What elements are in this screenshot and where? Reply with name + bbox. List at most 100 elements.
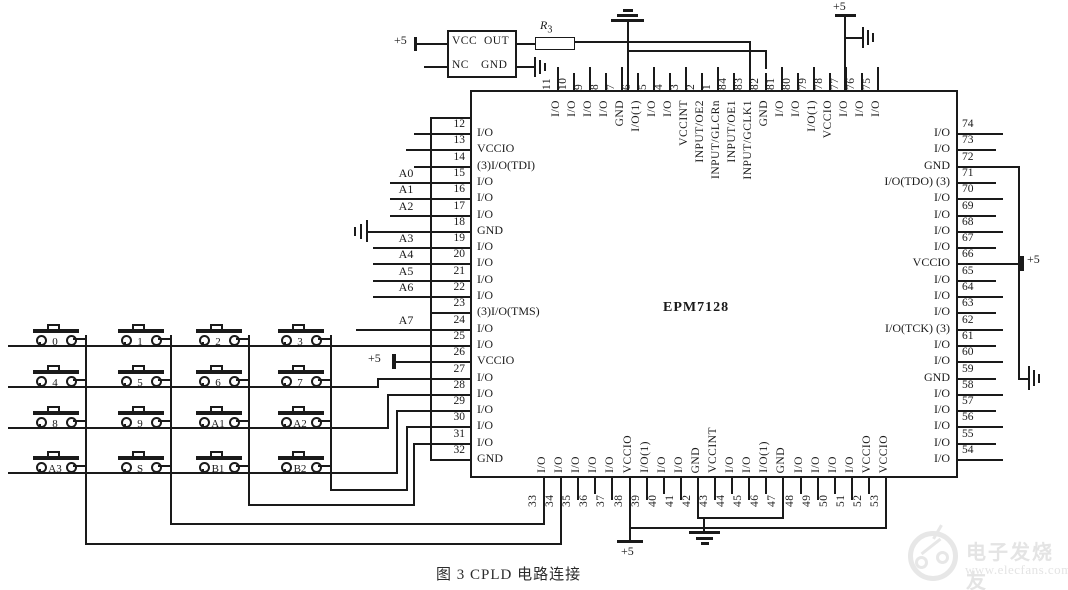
button-label: 4 xyxy=(52,377,58,389)
pin-stub xyxy=(594,478,596,494)
pin-11-label: I/O xyxy=(550,100,562,117)
pin-80-label: I/O xyxy=(790,100,802,117)
button-terminal-wire xyxy=(39,469,41,474)
pin-43-label: VCCINT xyxy=(707,427,719,473)
pin-8-number: 8 xyxy=(589,83,601,90)
pin-stub xyxy=(800,478,802,494)
button-cap xyxy=(33,329,79,333)
pin-56-number: 56 xyxy=(962,411,974,423)
button-terminal xyxy=(151,335,162,346)
wire xyxy=(627,50,767,52)
wire xyxy=(406,426,408,491)
button-terminal-wire xyxy=(202,383,204,388)
button-terminal-wire xyxy=(124,424,126,429)
watermark-logo xyxy=(908,531,958,581)
wire xyxy=(368,231,430,233)
pin-69-number: 69 xyxy=(962,200,974,212)
pin-34-label: I/O xyxy=(553,456,565,473)
pin-71-label: I/O(TDO) (3) xyxy=(884,174,950,188)
pin-wire xyxy=(958,182,996,184)
pin-stub xyxy=(611,478,613,500)
wire xyxy=(417,43,447,45)
ground-symbol-bar xyxy=(701,542,709,545)
button-terminal xyxy=(199,335,210,346)
button-terminal-wire xyxy=(124,383,126,388)
pin-84-number: 84 xyxy=(717,77,729,91)
pin-71-number: 71 xyxy=(962,167,974,179)
pin-wire xyxy=(958,133,1003,135)
button-terminal-wire xyxy=(284,424,286,429)
pin-wire xyxy=(958,263,1020,265)
button-terminal-wire xyxy=(202,469,204,474)
button-terminal-wire xyxy=(124,469,126,474)
pin-5-number: 5 xyxy=(637,83,649,90)
power-label: +5 xyxy=(833,0,846,13)
wire xyxy=(517,66,534,68)
pin-79-label: I/O(1) xyxy=(806,100,818,132)
ground-symbol-bar xyxy=(1038,374,1040,383)
ground-symbol-bar xyxy=(872,33,874,42)
oscillator-box xyxy=(447,30,517,78)
pin-wire xyxy=(430,410,470,412)
button-terminal xyxy=(121,462,132,473)
pin-stub xyxy=(669,73,671,90)
wire xyxy=(517,43,535,45)
button-terminal xyxy=(121,376,132,387)
pin-wire xyxy=(430,198,470,200)
pin-wire xyxy=(430,361,470,363)
pin-66-number: 66 xyxy=(962,248,974,260)
pin-stub xyxy=(765,478,767,494)
button-terminal-wire xyxy=(39,342,41,347)
wire xyxy=(844,17,846,90)
pin-26-number: 26 xyxy=(453,346,466,358)
wire xyxy=(846,37,862,39)
pin-stub xyxy=(829,73,831,90)
pin-stub xyxy=(605,73,607,90)
pin-52-label: VCCIO xyxy=(861,434,873,473)
button-terminal-wire xyxy=(73,420,87,422)
button-terminal xyxy=(199,417,210,428)
button-terminal xyxy=(66,335,77,346)
pin-wire xyxy=(430,247,470,249)
pin-wire xyxy=(430,149,470,151)
pin-78-label: VCCIO xyxy=(822,100,834,139)
pin-7-label: GND xyxy=(614,100,626,127)
wire xyxy=(8,386,379,388)
pin-wire xyxy=(958,312,996,314)
pin-56-label: I/O xyxy=(934,418,950,432)
pin-42-number: 42 xyxy=(681,494,693,508)
wire xyxy=(575,41,751,43)
pin-stub xyxy=(781,67,783,90)
pin-64-number: 64 xyxy=(962,281,974,293)
wire xyxy=(406,149,430,151)
pin-wire xyxy=(958,345,996,347)
pin-73-label: I/O xyxy=(934,141,950,155)
wire xyxy=(413,443,432,445)
pin-72-label: GND xyxy=(924,158,950,172)
pin-stub xyxy=(877,67,879,90)
button-cap xyxy=(33,370,79,374)
pin-45-label: I/O xyxy=(741,456,753,473)
ground-symbol-bar xyxy=(360,224,362,239)
pin-30-label: I/O xyxy=(477,418,493,432)
ground-symbol-bar xyxy=(366,220,368,242)
pin-37-label: I/O xyxy=(604,456,616,473)
pin-stub xyxy=(797,73,799,90)
pin-stub xyxy=(701,73,703,90)
address-label-A3: A3 xyxy=(398,231,414,245)
pin-46-number: 46 xyxy=(749,494,761,508)
pin-80-number: 80 xyxy=(781,77,793,91)
pin-5-label: I/O xyxy=(646,100,658,117)
wire xyxy=(330,335,332,491)
pin-54-number: 54 xyxy=(962,444,974,456)
pin-15-label: I/O xyxy=(477,174,493,188)
pin-39-label: I/O(1) xyxy=(639,441,651,473)
pin-13-number: 13 xyxy=(453,134,466,146)
pin-wire xyxy=(958,280,996,282)
wire xyxy=(782,478,784,519)
address-label-A7: A7 xyxy=(398,313,414,327)
pin-7-number: 7 xyxy=(605,83,617,90)
pin-wire xyxy=(430,166,470,168)
pin-3-label: VCCINT xyxy=(678,100,690,146)
button-terminal-wire xyxy=(318,465,332,467)
